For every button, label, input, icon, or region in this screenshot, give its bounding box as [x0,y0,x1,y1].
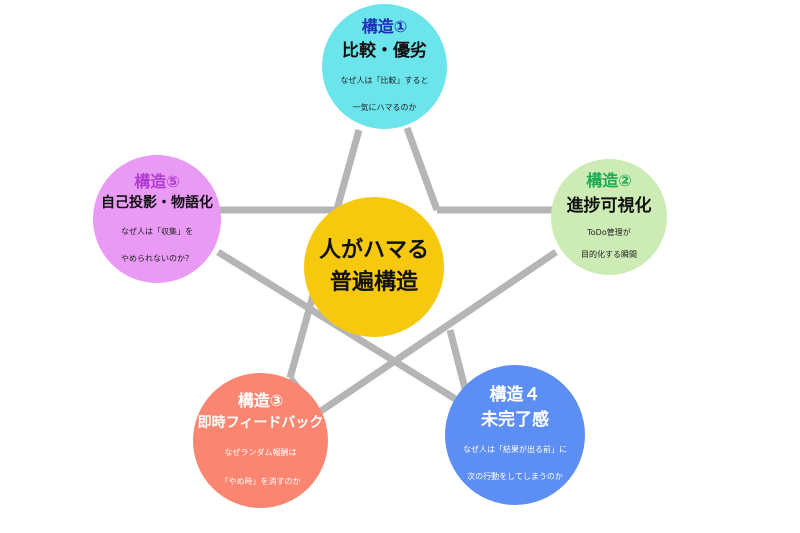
center-title-line2: 普遍構造 [329,270,418,295]
structure-2-title: 進捗可視化 [566,196,652,217]
structure-node-2: 構造② 進捗可視化 ToDo管理が 目的化する瞬間 [551,159,667,275]
structure-4-title: 未完了感 [481,409,549,430]
structure-2-desc-line1: ToDo管理が [587,227,631,237]
center-node: 人がハマる 普遍構造 [304,197,444,337]
structure-node-3: 構造③ 即時フィードバック なぜランダム報酬は 「やめ時」を消すのか [193,373,328,508]
edge-2-4 [316,249,558,416]
structure-3-desc-line1: なぜランダム報酬は [224,448,297,458]
structure-4-desc-line2: 次の行動をしてしまうのか [467,471,563,481]
structure-3-label: 構造③ [237,391,284,411]
structure-3-title: 即時フィードバック [197,414,324,431]
structure-node-5: 構造⑤ 自己投影・物語化 なぜ人は「収集」を やめられないのか？ [93,155,221,283]
structure-4-label: 構造４ [489,385,541,406]
structure-5-label: 構造⑤ [134,171,180,191]
edge-1-2 [403,126,441,212]
structure-3-desc-line2: 「やめ時」を消すのか [220,477,301,487]
structure-5-desc-line2: やめられないのか？ [121,253,193,263]
structure-node-4: 構造４ 未完了感 なぜ人は「結果が出る前」に 次の行動をしてしまうのか [445,365,585,505]
structure-4-desc-line1: なぜ人は「結果が出る前」に [463,445,567,455]
structure-1-title: 比較・優劣 [342,40,427,61]
structure-5-title: 自己投影・物語化 [101,195,213,211]
structure-1-desc-line1: なぜ人は「比較」すると [340,76,429,86]
structure-node-1: 構造① 比較・優劣 なぜ人は「比較」すると 一気にハマるのか [322,4,447,129]
structure-1-desc-line2: 一気にハマるのか [352,102,417,112]
structure-2-desc-line2: 目的化する瞬間 [581,250,637,260]
structure-5-desc-line1: なぜ人は「収集」を [121,226,193,236]
structure-2-label: 構造② [586,170,632,190]
structure-1-label: 構造① [361,17,408,37]
center-title-line1: 人がハマる [318,238,429,264]
